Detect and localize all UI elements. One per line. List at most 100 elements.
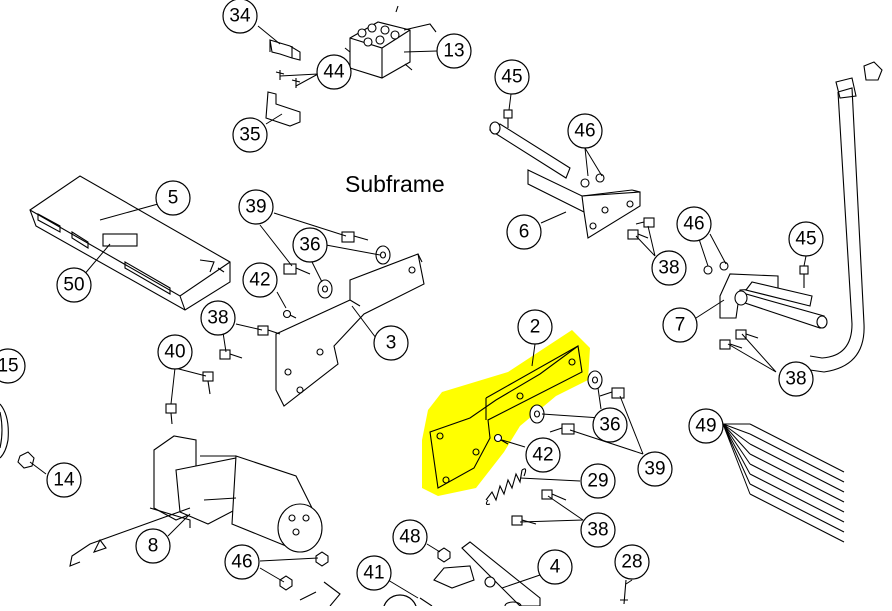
callout-number: 3 — [386, 333, 397, 354]
callout-13: 13 — [436, 33, 472, 69]
callout-circle — [56, 267, 92, 303]
callout-number: 45 — [795, 229, 816, 250]
bolts-38b — [219, 325, 281, 360]
callout-29: 29 — [580, 463, 616, 499]
callout-39a: 39 — [238, 189, 274, 225]
screw-42b — [493, 433, 509, 445]
callout-circle — [676, 206, 712, 242]
callout-50: 50 — [56, 267, 92, 303]
part-48-nut — [437, 547, 451, 563]
callout-circle — [316, 54, 352, 90]
part-5-cover — [29, 175, 231, 311]
callout-number: 5 — [168, 188, 179, 209]
callout-38d: 38 — [580, 512, 616, 548]
callout-number: 42 — [532, 445, 553, 466]
callout-number: 13 — [443, 41, 464, 62]
callout-number: 44 — [323, 62, 345, 83]
callout-circle — [46, 462, 82, 498]
callout-circle — [662, 307, 698, 343]
callout-number: 15 — [0, 356, 19, 377]
part-3-plate — [275, 253, 425, 407]
callout-45a: 45 — [494, 59, 530, 95]
part-29-spring — [485, 468, 527, 506]
callout-4: 4 — [537, 549, 573, 585]
callout-number: 35 — [239, 125, 260, 146]
callout-circle — [222, 0, 258, 34]
callout-circle — [373, 325, 409, 361]
part-14-nut — [17, 451, 35, 469]
handle-tube — [809, 61, 883, 373]
callout-number: 38 — [207, 308, 228, 329]
callout-46b: 46 — [676, 206, 712, 242]
callout-3: 3 — [373, 325, 409, 361]
callout-36a: 36 — [292, 227, 328, 263]
callout-number: 36 — [599, 415, 620, 436]
callout-number: 29 — [587, 471, 608, 492]
callout-circle — [157, 334, 193, 370]
washers-36b — [529, 370, 603, 424]
callout-circle — [517, 309, 553, 345]
callout-number: 36 — [299, 235, 320, 256]
callout-number: 7 — [675, 315, 686, 336]
callout-44: 44 — [316, 54, 352, 90]
callout-14: 14 — [46, 462, 82, 498]
callout-42b: 42 — [525, 437, 561, 473]
callout-number: 14 — [53, 470, 75, 491]
callout-number: 45 — [501, 67, 522, 88]
callout-circle — [382, 594, 418, 611]
callout-number: 49 — [695, 416, 716, 437]
callout-circle — [0, 348, 26, 384]
callout-partial-bottom — [382, 594, 418, 611]
callout-number: 48 — [399, 527, 420, 548]
part-8-winch — [69, 435, 323, 567]
callout-circle — [614, 544, 650, 580]
callout-48: 48 — [392, 519, 428, 555]
callout-38b: 38 — [200, 300, 236, 336]
bolts-38c — [719, 329, 759, 350]
callout-circle — [238, 189, 274, 225]
callout-36b: 36 — [592, 407, 628, 443]
callout-39b: 39 — [637, 451, 673, 487]
callout-number: 38 — [658, 258, 679, 279]
callout-circle — [232, 117, 268, 153]
callout-number: 2 — [530, 317, 541, 338]
washers-36a — [317, 245, 391, 299]
callout-46c: 46 — [224, 544, 260, 580]
callout-circle — [494, 59, 530, 95]
callout-number: 41 — [363, 563, 384, 584]
callout-number: 50 — [63, 275, 84, 296]
callout-circle — [392, 519, 428, 555]
callout-46a: 46 — [567, 113, 603, 149]
part-44-screws — [275, 70, 301, 88]
bolts-38d — [511, 489, 567, 526]
callout-number: 8 — [148, 536, 159, 557]
callout-number: 38 — [785, 369, 806, 390]
callout-circle — [155, 180, 191, 216]
callout-38c: 38 — [778, 361, 814, 397]
callout-circle — [525, 437, 561, 473]
callout-circle — [580, 512, 616, 548]
part-49-cable-ties — [749, 423, 845, 543]
callout-circle — [537, 549, 573, 585]
part-35-bracket — [265, 91, 301, 127]
highlight-region — [422, 330, 590, 496]
callout-circle — [224, 544, 260, 580]
callout-34: 34 — [222, 0, 258, 34]
callout-42a: 42 — [242, 262, 278, 298]
part-41-bit — [419, 597, 433, 607]
callout-number: 39 — [245, 197, 266, 218]
callout-circle — [788, 221, 824, 257]
callout-number: 46 — [574, 121, 595, 142]
callout-number: 46 — [231, 552, 252, 573]
callout-number: 39 — [644, 459, 665, 480]
callout-circle — [506, 214, 542, 250]
diagram-title: Subframe — [345, 171, 445, 197]
callout-28: 28 — [614, 544, 650, 580]
callout-15: 15 — [0, 348, 26, 384]
part-13-contactor — [344, 5, 437, 79]
callout-circle — [292, 227, 328, 263]
callout-41: 41 — [356, 555, 392, 591]
callout-number: 34 — [229, 6, 251, 27]
